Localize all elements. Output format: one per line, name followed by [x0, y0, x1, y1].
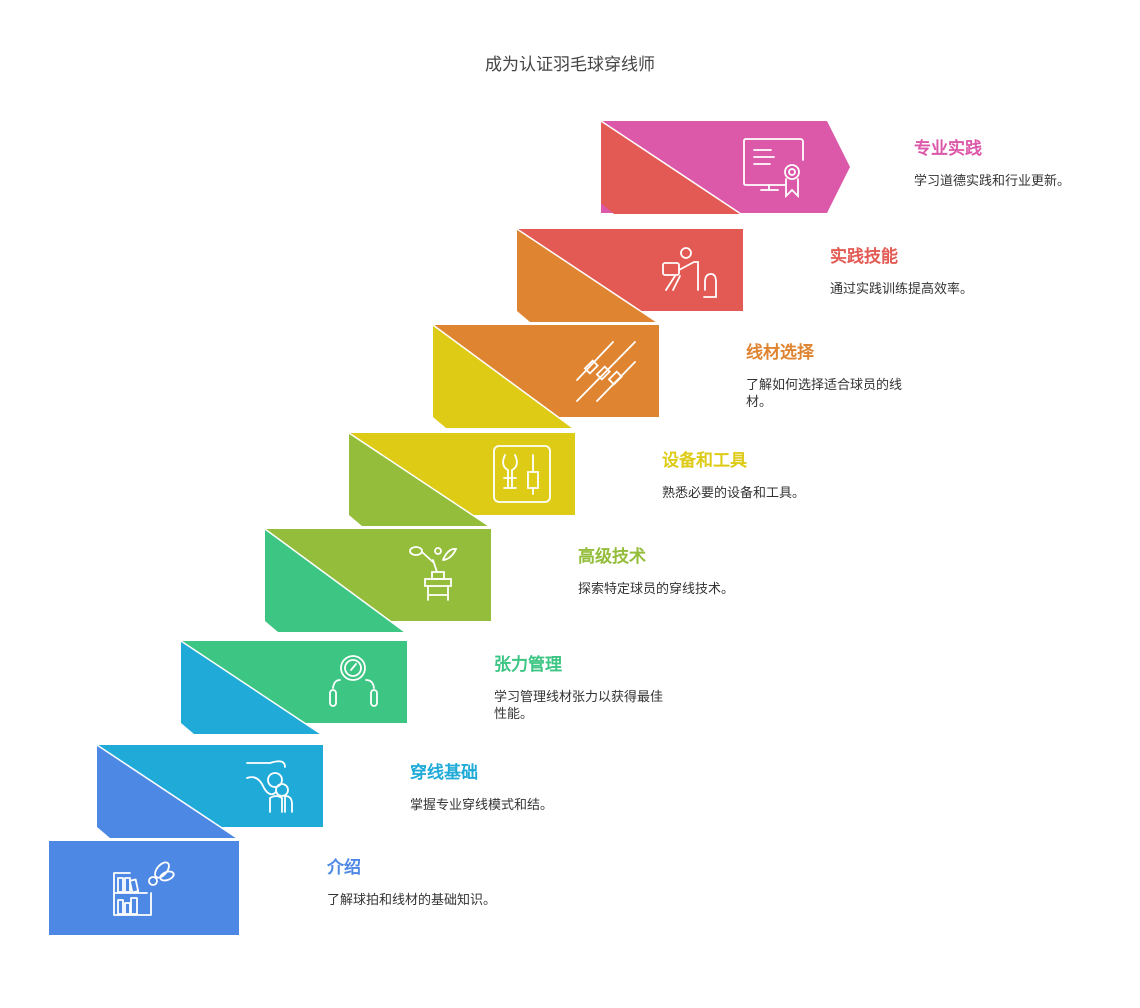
- hand-knot-icon: [246, 760, 293, 813]
- step-title: 穿线基础: [410, 763, 478, 783]
- step-title: 线材选择: [746, 343, 814, 363]
- step-professional-practice: [600, 120, 850, 215]
- step-practical-skills: [516, 228, 743, 323]
- step-description: 了解球拍和线材的基础知识。: [327, 893, 497, 908]
- step-tension-management: [180, 640, 407, 735]
- step-description: 了解如何选择适合球员的线材。: [746, 378, 903, 410]
- label-advanced-techniques: 高级技术 探索特定球员的穿线技术。: [578, 542, 738, 598]
- step-equipment-tools: [348, 432, 575, 527]
- step-title: 张力管理: [494, 655, 562, 675]
- player-podium-icon: [409, 546, 458, 601]
- step-description: 通过实践训练提高效率。: [830, 282, 974, 297]
- step-title: 高级技术: [578, 547, 646, 567]
- certificate-icon: [743, 138, 804, 199]
- label-string-selection: 线材选择 了解如何选择适合球员的线材。: [746, 338, 916, 411]
- tension-gauge-icon: [329, 655, 378, 707]
- bookshelf-shuttlecock-icon: [113, 861, 175, 916]
- label-tension-management: 张力管理 学习管理线材张力以获得最佳性能。: [494, 650, 664, 723]
- label-stringing-basics: 穿线基础 掌握专业穿线模式和结。: [410, 758, 600, 814]
- label-practical-skills: 实践技能 通过实践训练提高效率。: [830, 242, 1020, 298]
- step-title: 实践技能: [830, 247, 898, 267]
- step-stringing-basics: [96, 744, 323, 839]
- diagram-title: 成为认证羽毛球穿线师: [485, 55, 655, 75]
- person-laptop-icon: [662, 247, 717, 298]
- step-title: 专业实践: [914, 139, 982, 159]
- string-resistors-icon: [576, 341, 636, 402]
- step-string-selection: [432, 324, 659, 429]
- label-equipment-tools: 设备和工具 熟悉必要的设备和工具。: [662, 446, 852, 502]
- step-description: 掌握专业穿线模式和结。: [410, 798, 554, 813]
- step-title: 设备和工具: [662, 451, 747, 471]
- label-intro: 介绍 了解球拍和线材的基础知识。: [327, 853, 497, 909]
- step-description: 学习道德实践和行业更新。: [914, 174, 1071, 189]
- step-description: 探索特定球员的穿线技术。: [578, 582, 735, 597]
- step-description: 熟悉必要的设备和工具。: [662, 486, 806, 501]
- step-title: 介绍: [327, 858, 361, 878]
- step-intro: [49, 841, 239, 935]
- wrench-screwdriver-icon: [493, 445, 551, 503]
- step-advanced-techniques: [264, 528, 491, 633]
- label-professional-practice: 专业实践 学习道德实践和行业更新。: [914, 134, 1084, 190]
- step-description: 学习管理线材张力以获得最佳性能。: [494, 690, 664, 722]
